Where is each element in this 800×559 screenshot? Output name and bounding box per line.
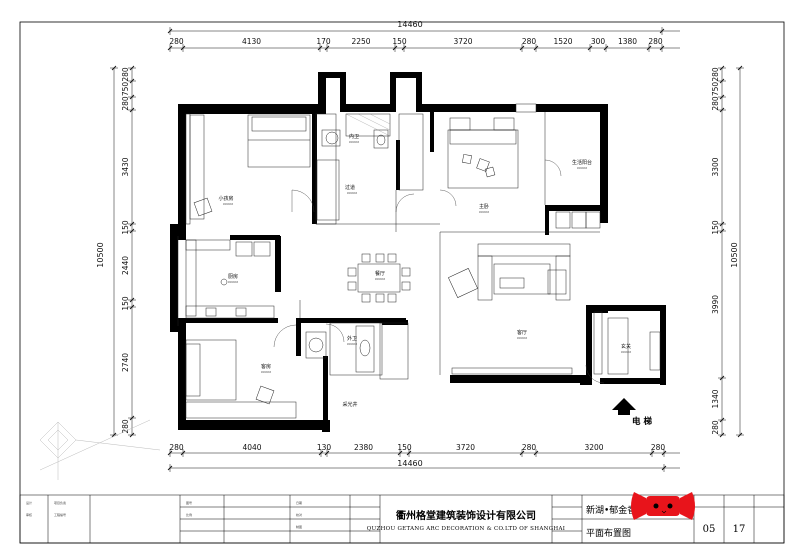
dimension-segment: 300 bbox=[591, 37, 606, 46]
dimension-segment: 280 bbox=[711, 67, 720, 82]
dimension-segment: 3300 bbox=[711, 157, 720, 176]
dimension-segment: 150 bbox=[121, 296, 130, 311]
room-public-bath: 外卫 bbox=[347, 335, 357, 342]
window-lines bbox=[177, 103, 600, 380]
dimension-segment: 280 bbox=[522, 443, 537, 452]
room-inner-bath: 内卫 bbox=[349, 133, 359, 140]
room-note: XXXXX bbox=[228, 280, 238, 284]
right-dimensions bbox=[718, 65, 744, 438]
dimension-segment: 150 bbox=[121, 220, 130, 235]
top-dimensions bbox=[167, 27, 680, 52]
dimension-segment: 280 bbox=[169, 443, 184, 452]
room-note: XXXXX bbox=[517, 336, 527, 340]
dimension-segment: 4130 bbox=[242, 37, 261, 46]
room-utility-balcony: 生活阳台 bbox=[572, 159, 592, 166]
room-note: XXXXX bbox=[375, 277, 385, 281]
dimension-segment: 280 bbox=[169, 37, 184, 46]
room-master-bedroom: 主卧 bbox=[479, 203, 489, 210]
room-living: 客厅 bbox=[517, 329, 527, 336]
title-block-fine-print: 设计 审核 项目负责 工程编号 图号 比例 日期 校对 制图 bbox=[26, 500, 302, 529]
dimension-segment: 150 bbox=[711, 220, 720, 235]
room-kitchen: 厨房 bbox=[228, 273, 238, 280]
hatching bbox=[345, 113, 391, 137]
room-note: XXXXX bbox=[621, 350, 631, 354]
room-corridor: 过道 bbox=[345, 184, 355, 191]
svg-text:比例: 比例 bbox=[186, 512, 192, 517]
dimension-segment: 280 bbox=[121, 419, 130, 434]
dimension-segment: 2250 bbox=[351, 37, 370, 46]
dimension-segment: 2440 bbox=[121, 256, 130, 275]
perspective-logo-sketch bbox=[39, 419, 161, 480]
dimension-segment: 2380 bbox=[354, 443, 373, 452]
dimension-segment: 3720 bbox=[453, 37, 472, 46]
room-skylight: 采光井 bbox=[342, 401, 357, 408]
dimension-segment: 2740 bbox=[121, 353, 130, 372]
bottom-total-dimension: 14460 bbox=[397, 459, 422, 468]
sheet-number: 05 bbox=[703, 524, 716, 535]
room-note: XXXXX bbox=[261, 370, 271, 374]
top-total-dimension: 14460 bbox=[397, 20, 422, 29]
room-note: XXXXX bbox=[577, 166, 587, 170]
room-note: XXXXX bbox=[223, 202, 233, 206]
dimension-segment: 150 bbox=[397, 443, 412, 452]
room-small-bedroom: 小孩房 bbox=[218, 195, 233, 202]
svg-text:制图: 制图 bbox=[296, 524, 302, 529]
dimension-segment: 280 bbox=[121, 67, 130, 82]
total-sheets: 17 bbox=[733, 524, 746, 535]
left-dimensions bbox=[110, 65, 136, 438]
dimension-segment: 750 bbox=[121, 82, 130, 97]
svg-text:图号: 图号 bbox=[186, 500, 192, 505]
room-note: XXXXX bbox=[347, 342, 357, 346]
room-note: XXXXX bbox=[349, 140, 359, 144]
left-total-dimension: 10500 bbox=[96, 242, 105, 267]
dimension-segment: 750 bbox=[711, 82, 720, 97]
dimension-segment: 150 bbox=[392, 37, 407, 46]
svg-text:日期: 日期 bbox=[296, 500, 302, 505]
room-entrance: 玄关 bbox=[621, 343, 631, 350]
dimension-segment: 1520 bbox=[553, 37, 572, 46]
room-dining: 餐厅 bbox=[375, 270, 385, 277]
dimension-segment: 280 bbox=[522, 37, 537, 46]
elevator-label: 电 梯 bbox=[632, 416, 652, 427]
svg-text:审核: 审核 bbox=[26, 512, 32, 517]
red-bow-stamp-icon bbox=[631, 492, 695, 520]
dimension-segment: 1340 bbox=[711, 389, 720, 408]
svg-text:校对: 校对 bbox=[296, 512, 302, 517]
dimension-segment: 130 bbox=[317, 443, 332, 452]
company-name-cn: 衢州格堂建筑装饰设计有限公司 bbox=[396, 509, 536, 522]
room-labels: 内卫 XXXXX 过道 XXXXX 主卧 XXXXX 生活阳台 XXXXX 小孩… bbox=[218, 133, 631, 408]
dimension-segment: 1380 bbox=[618, 37, 637, 46]
project-name: 新湖•郁金香 bbox=[586, 504, 636, 516]
room-note: XXXXX bbox=[347, 191, 357, 195]
title-block bbox=[19, 494, 785, 544]
dimension-segment: 280 bbox=[648, 37, 663, 46]
company-name-en: QUZHOU GETANG ARC DECORATION & CO.LTD OF… bbox=[367, 526, 566, 532]
dimension-segment: 280 bbox=[711, 420, 720, 435]
drawing-name: 平面布置图 bbox=[586, 527, 631, 539]
dimension-segment: 280 bbox=[711, 96, 720, 111]
dimension-segment: 3720 bbox=[456, 443, 475, 452]
dimension-segment: 3990 bbox=[711, 295, 720, 314]
dimension-segment: 170 bbox=[316, 37, 331, 46]
dimension-segment: 4040 bbox=[242, 443, 261, 452]
svg-text:项目负责: 项目负责 bbox=[54, 500, 66, 505]
svg-text:工程编号: 工程编号 bbox=[54, 512, 66, 517]
elevator-arrow-icon bbox=[612, 398, 636, 415]
right-total-dimension: 10500 bbox=[730, 242, 739, 267]
dimension-segment: 280 bbox=[121, 96, 130, 111]
room-note: XXXXX bbox=[479, 210, 489, 214]
dimension-segment: 3200 bbox=[584, 443, 603, 452]
dimension-segment: 3430 bbox=[121, 157, 130, 176]
door-swings bbox=[273, 159, 605, 384]
bottom-dimensions bbox=[167, 449, 680, 472]
svg-text:设计: 设计 bbox=[26, 500, 32, 505]
furniture bbox=[185, 113, 661, 419]
walls bbox=[170, 72, 666, 432]
dimension-segment: 280 bbox=[651, 443, 666, 452]
room-guest-room: 客房 bbox=[261, 363, 271, 370]
